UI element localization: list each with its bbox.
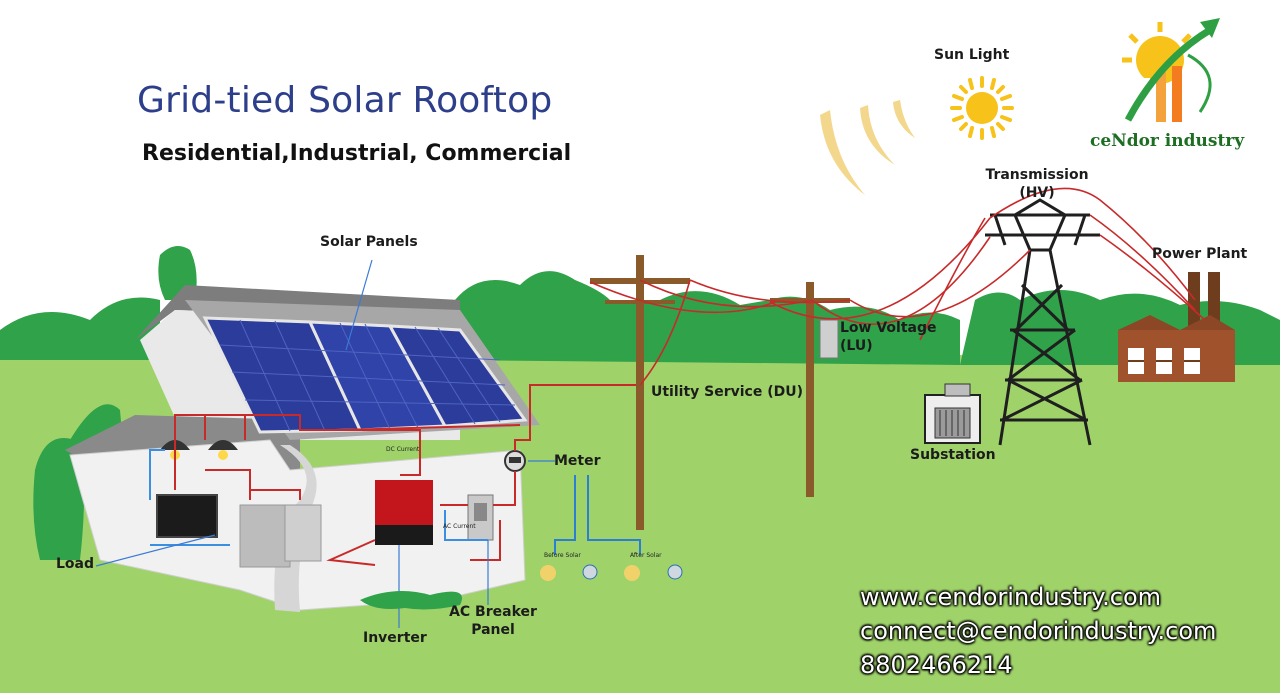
- label-inverter: Inverter: [363, 630, 427, 648]
- tv: [157, 495, 217, 537]
- label-power-plant: Power Plant: [1152, 246, 1247, 264]
- sad-face-icon: [540, 565, 556, 581]
- happy-face-icon: [624, 565, 640, 581]
- pole-transformer: [820, 320, 838, 358]
- page-title: Grid-tied Solar Rooftop: [137, 80, 552, 121]
- label-utility-service: Utility Service (DU): [651, 384, 803, 402]
- sun-icon: [952, 78, 1012, 138]
- meter-before-icon: [583, 565, 597, 579]
- label-ac-breaker: AC Breaker Panel: [443, 604, 543, 639]
- brand-name: ceNdor industry: [1090, 131, 1244, 151]
- label-sun-light: Sun Light: [934, 47, 1009, 65]
- sunlight-rays: [820, 100, 915, 195]
- brand-logo: [1122, 18, 1220, 122]
- page-subtitle: Residential,Industrial, Commercial: [142, 141, 571, 166]
- label-substation: Substation: [910, 447, 996, 465]
- label-after-solar: After Solar: [630, 552, 662, 559]
- treeline-left: [0, 298, 160, 361]
- label-meter: Meter: [554, 453, 601, 471]
- label-transmission: Transmission (HV): [984, 167, 1090, 202]
- contact-website: www.cendorindustry.com: [860, 583, 1161, 611]
- label-solar-panels: Solar Panels: [320, 234, 418, 252]
- label-ac-current: AC Current: [443, 523, 476, 530]
- dryer: [285, 505, 321, 561]
- contact-email: connect@cendorindustry.com: [860, 617, 1216, 645]
- meter-after-icon: [668, 565, 682, 579]
- label-dc-current: DC Current: [386, 446, 419, 453]
- washer: [240, 505, 290, 567]
- contact-phone: 8802466214: [860, 651, 1013, 679]
- label-before-solar: Before Solar: [544, 552, 581, 559]
- label-load: Load: [56, 556, 94, 574]
- label-low-voltage: Low Voltage (LU): [840, 320, 937, 355]
